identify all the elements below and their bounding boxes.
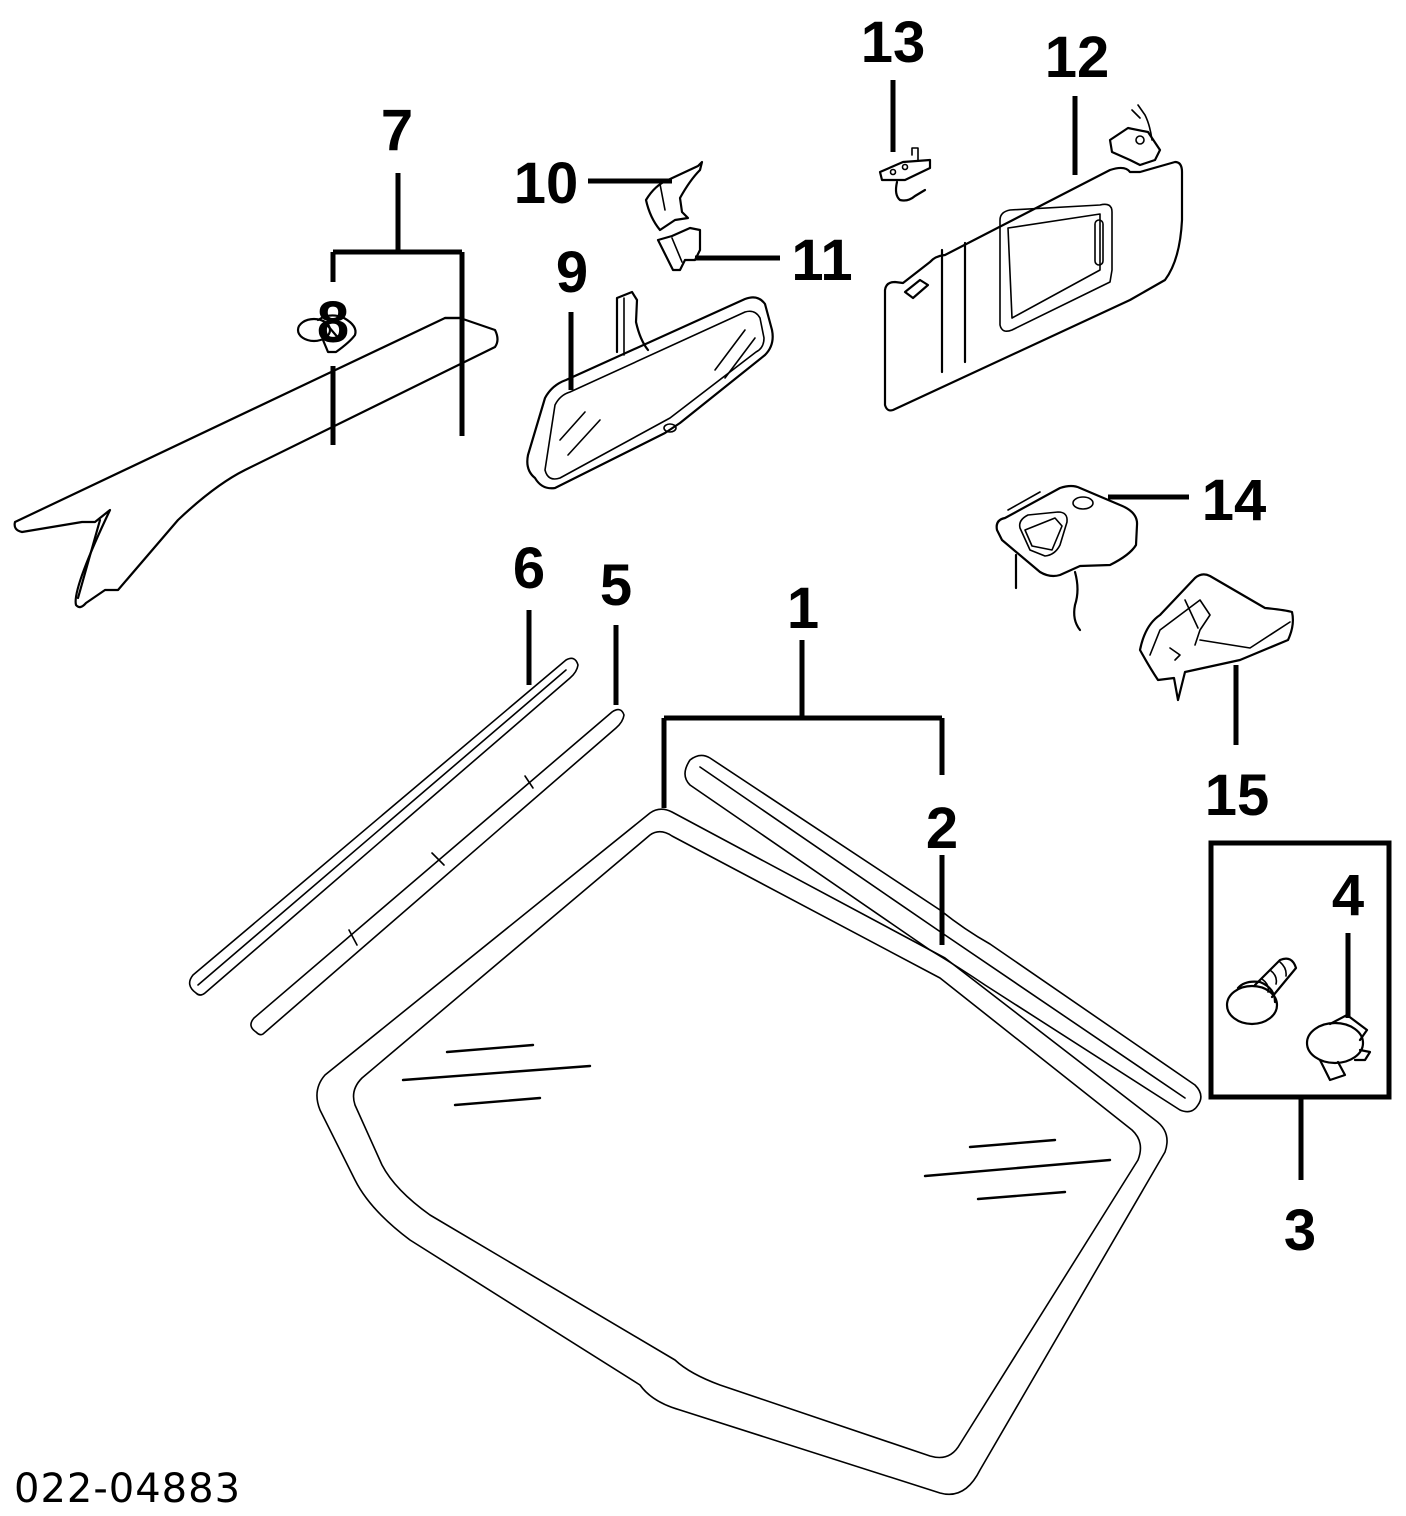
callout-6: 6 <box>513 536 545 601</box>
callout-9: 9 <box>556 240 588 305</box>
clip[interactable] <box>1305 1013 1372 1082</box>
leader-lines <box>330 80 1392 1180</box>
callout-12: 12 <box>1045 25 1110 90</box>
diagram-id: 022-04883 <box>14 1466 241 1512</box>
pillar-clip[interactable] <box>296 314 357 354</box>
callout-4: 4 <box>1332 863 1364 928</box>
callout-14: 14 <box>1202 468 1267 533</box>
callout-1: 1 <box>787 576 819 641</box>
side-molding-left[interactable] <box>188 657 579 996</box>
mirror-cover-upper[interactable] <box>644 160 704 232</box>
callout-13: 13 <box>861 10 926 75</box>
callout-15: 15 <box>1205 763 1270 828</box>
mirror-cover-lower[interactable] <box>656 226 702 272</box>
callout-5: 5 <box>600 553 632 618</box>
windshield-glass[interactable] <box>316 808 1168 1495</box>
upper-molding[interactable] <box>684 754 1202 1113</box>
callout-labels: 1 2 3 4 5 6 7 8 9 10 11 12 13 14 15 <box>317 10 1364 1263</box>
kit-box <box>1208 840 1392 1100</box>
a-pillar-trim[interactable] <box>13 316 499 609</box>
fastener-bolt[interactable] <box>1225 957 1298 1026</box>
callout-7: 7 <box>381 98 413 163</box>
callout-11: 11 <box>791 228 852 293</box>
callout-2: 2 <box>926 796 958 861</box>
lamp-bracket[interactable] <box>1138 573 1294 702</box>
callout-8: 8 <box>317 290 349 355</box>
callout-3: 3 <box>1284 1198 1316 1263</box>
dome-lamp[interactable] <box>995 484 1139 632</box>
sun-visor[interactable] <box>883 104 1184 412</box>
rearview-mirror[interactable] <box>526 290 774 490</box>
side-molding-right[interactable] <box>250 708 625 1036</box>
visor-holder[interactable] <box>878 147 932 202</box>
callout-10: 10 <box>514 151 579 216</box>
